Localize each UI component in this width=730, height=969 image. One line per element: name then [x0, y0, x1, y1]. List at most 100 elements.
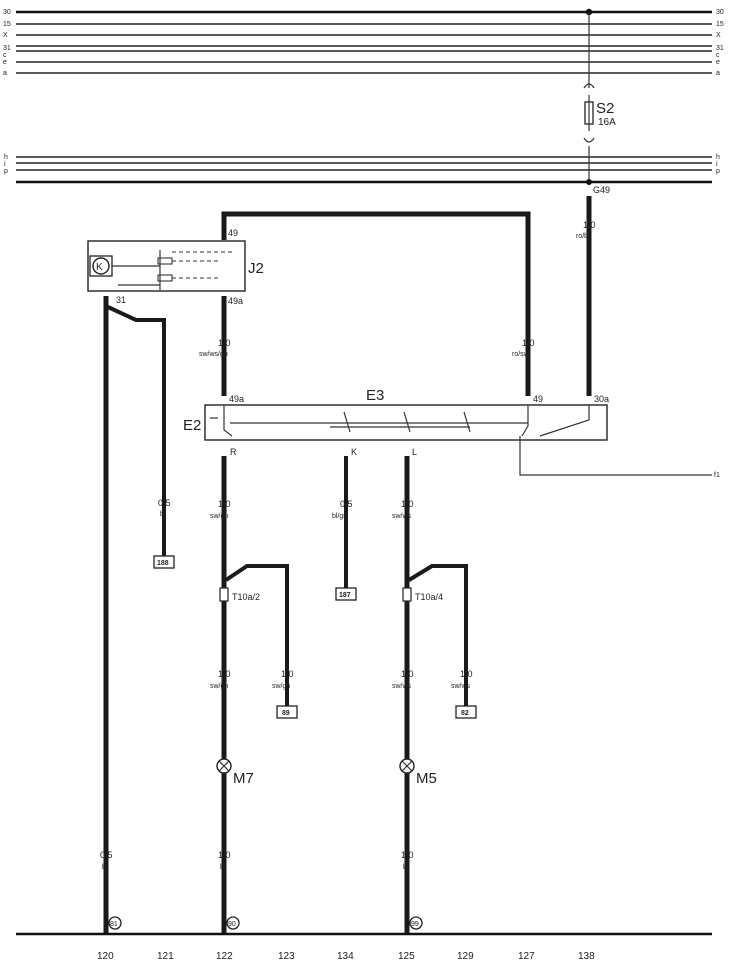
wire-size: 1,0 [218, 850, 231, 860]
footer-number: 129 [457, 951, 474, 962]
switch-contact-49 [521, 405, 529, 437]
top-bus-labels-left: 30 15 X 31 c e a [3, 9, 11, 77]
top-bus-labels-right: 30 15 X 31 c e a [716, 9, 724, 77]
wire-color: br [220, 864, 227, 871]
footer-number: 123 [278, 951, 295, 962]
lamp-m7-label: M7 [233, 770, 254, 787]
terminal-49-top: 49 [228, 228, 238, 238]
footer-number: 121 [157, 951, 174, 962]
wire-color: br [160, 511, 167, 518]
connector-t2-label: T10a/2 [232, 592, 260, 602]
switch-contact-l [403, 411, 411, 433]
bus-label-right: e [716, 59, 720, 66]
bus-label-left: i [4, 161, 6, 168]
wire-color: br [102, 864, 109, 871]
wire-color: br [403, 864, 410, 871]
wire-top-loop [221, 211, 531, 396]
lamp-m7-cross-b [218, 760, 230, 772]
wire-color: ro/bl [576, 233, 590, 240]
bus-label-right: a [716, 70, 720, 77]
wire-T2-branch [224, 564, 289, 706]
ref-82: 82 [461, 710, 469, 717]
switch-panel: E2 E3 49a 49 30a R K L f1 [183, 387, 720, 479]
bus-label-right: 15 [716, 21, 724, 28]
terminal-49a-switch: 49a [229, 394, 244, 404]
connector-t2-body [219, 587, 229, 602]
ground-point-81 [108, 916, 122, 930]
bus-label-left: 30 [3, 9, 11, 16]
wires [103, 196, 592, 934]
footer-number: 127 [518, 951, 535, 962]
switch-outline [204, 404, 608, 441]
relay-label: J2 [248, 260, 264, 277]
switch-lead-f1 [519, 436, 712, 476]
terminal-k: K [351, 447, 357, 457]
wire-size: 0,5 [158, 498, 171, 508]
bus-label-left: 31 [3, 45, 11, 52]
wire-size: 1,0 [218, 669, 231, 679]
wire-size: 1,0 [281, 669, 294, 679]
bus-label-left: p [4, 168, 8, 175]
lower-bus-lines [16, 156, 712, 184]
fuse-rating: 16A [598, 117, 616, 128]
ref-box-187 [335, 587, 357, 601]
wire-color: sw/ws/gn [199, 351, 228, 358]
top-bus-lines [16, 10, 712, 74]
relay-j2: K J2 49 49a 31 [87, 228, 264, 306]
fuse-break-bottom [583, 137, 595, 143]
wire-size: 1,0 [401, 850, 414, 860]
switch-contact-49a [223, 405, 233, 437]
bus-label-right: 31 [716, 45, 724, 52]
ref-box-89 [276, 705, 298, 719]
bus-label-left: X [3, 32, 8, 39]
bus-label-left: e [3, 59, 7, 66]
ground-point-99 [409, 916, 423, 930]
fuse-feed: S2 16A G49 [583, 8, 616, 195]
terminal-49-switch: 49 [533, 394, 543, 404]
wire-size: 1,0 [460, 669, 473, 679]
wire-labels: 1,0 sw/ws/gn 1,0 ro/sw 1,0 ro/bl 0,5 br … [100, 220, 596, 871]
wire-size: 0,5 [100, 850, 113, 860]
terminal-f1: f1 [714, 472, 720, 479]
bus-label-left: h [4, 154, 8, 161]
wire-size: 0,5 [340, 499, 353, 509]
bus-label-right: h [716, 154, 720, 161]
ref-box-188 [153, 555, 175, 569]
wire-size: 1,0 [401, 669, 414, 679]
lamps: M7 M5 [216, 758, 437, 787]
footer-number: 134 [337, 951, 354, 962]
switch-contact-k [343, 411, 351, 433]
wire-size: 1,0 [522, 338, 535, 348]
wire-size: 1,0 [583, 220, 596, 230]
wire-color: sw/gn [272, 683, 290, 690]
ground-label: 90 [228, 921, 236, 928]
terminal-31-relay: 31 [116, 295, 126, 305]
ground-point-90 [226, 916, 240, 930]
bus-label-right: c [716, 52, 720, 59]
bus-label-left: 15 [3, 21, 11, 28]
bus-label-right: 30 [716, 9, 724, 16]
relay-outline [87, 240, 246, 292]
relay-coil-letter: K [96, 262, 103, 273]
bus-label-right: p [716, 168, 720, 175]
bus-label-left: a [3, 70, 7, 77]
fuse-label: S2 [596, 100, 614, 117]
terminal-30a-switch: 30a [594, 394, 609, 404]
switch-label-e2: E2 [183, 417, 201, 434]
lower-bus-labels: h i p h i p [4, 154, 720, 175]
bus-label-right: X [716, 32, 721, 39]
bus-label-left: c [3, 52, 7, 59]
connector-t4-body [402, 587, 412, 602]
ground-label: 99 [411, 921, 419, 928]
bus-label-right: i [716, 161, 718, 168]
ref-89: 89 [282, 710, 290, 717]
relay-coil-circle [92, 257, 110, 275]
reference-boxes: 188 187 89 82 [153, 555, 477, 719]
splice-dot [586, 179, 592, 185]
terminal-l: L [412, 447, 417, 457]
ground-label: 81 [110, 921, 118, 928]
terminal-r: R [230, 447, 237, 457]
connectors: T10a/2 T10a/4 [219, 587, 443, 602]
wire-size: 1,0 [401, 499, 414, 509]
